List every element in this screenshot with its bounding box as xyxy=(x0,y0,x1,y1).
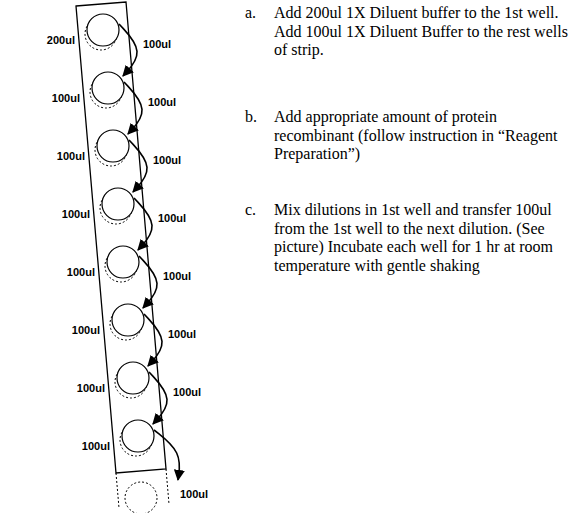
transfer-volume: 100ul xyxy=(173,386,201,399)
step-text: Mix dilutions in 1st well and transfer 1… xyxy=(274,201,570,275)
transfer-volume: 100ul xyxy=(163,270,191,283)
transfer-volume: 100ul xyxy=(180,488,208,501)
volume-label: 100ul xyxy=(52,92,80,105)
well xyxy=(107,246,139,278)
volume-label: 100ul xyxy=(67,266,95,279)
step-letter: a. xyxy=(245,4,256,23)
transfer-arrow xyxy=(139,256,157,308)
transfer-arrow xyxy=(154,430,179,480)
volume-label: 100ul xyxy=(82,440,110,453)
volume-label: 100ul xyxy=(77,382,105,395)
strip-extension xyxy=(166,469,169,504)
transfer-volume: 100ul xyxy=(158,212,186,225)
transfer-volume: 100ul xyxy=(148,96,176,109)
transfer-arrow xyxy=(134,198,152,250)
step-letter: c. xyxy=(245,201,256,220)
well xyxy=(97,130,129,162)
well xyxy=(117,362,149,394)
well xyxy=(122,420,154,452)
step-text: Add appropriate amount of protein recomb… xyxy=(274,108,570,164)
volume-label: 200ul xyxy=(47,34,75,47)
transfer-arrow xyxy=(144,314,162,366)
step-letter: b. xyxy=(245,108,257,127)
strip-extension xyxy=(116,473,119,508)
transfer-volume: 100ul xyxy=(168,328,196,341)
volume-label: 100ul xyxy=(57,150,85,163)
well-strip xyxy=(76,2,166,473)
well xyxy=(92,72,124,104)
transfer-arrow xyxy=(124,82,142,134)
well xyxy=(102,188,134,220)
transfer-arrow xyxy=(129,140,147,192)
transfer-arrow xyxy=(119,24,137,76)
well-shadow xyxy=(125,482,157,513)
step-text: Add 200ul 1X Diluent buffer to the 1st w… xyxy=(274,4,570,60)
well xyxy=(87,14,119,46)
well xyxy=(112,304,144,336)
volume-label: 100ul xyxy=(62,208,90,221)
volume-label: 100ul xyxy=(72,324,100,337)
transfer-volume: 100ul xyxy=(153,154,181,167)
transfer-arrow xyxy=(149,372,167,424)
transfer-volume: 100ul xyxy=(143,38,171,51)
